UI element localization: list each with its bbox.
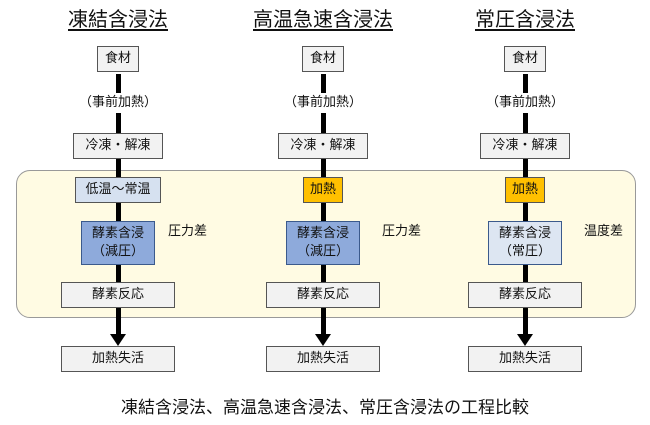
driving-force-label: 圧力差 xyxy=(382,224,422,239)
step-temperature: 加熱 xyxy=(505,177,545,203)
step-freeze-thaw: 冷凍・解凍 xyxy=(73,133,163,159)
step-freeze-thaw: 冷凍・解凍 xyxy=(278,133,368,159)
step-preheat: （事前加熱） xyxy=(78,93,158,113)
step-enzyme-reaction: 酵素反応 xyxy=(266,282,380,308)
step-enzyme-reaction: 酵素反応 xyxy=(61,282,175,308)
method-title: 常圧含浸法 xyxy=(475,7,575,31)
impregnation-label: 酵素含浸 xyxy=(91,226,144,241)
step-heat-inactivation: 加熱失活 xyxy=(266,346,380,372)
impregnation-label: 酵素含浸 xyxy=(296,226,349,241)
step-temperature: 加熱 xyxy=(303,177,343,203)
step-ingredient: 食材 xyxy=(302,46,344,72)
flow-line xyxy=(320,316,326,340)
flow-arrowhead xyxy=(315,334,331,346)
flow-arrowhead xyxy=(517,334,533,346)
impregnation-condition: （減圧） xyxy=(296,244,349,259)
step-enzyme-impregnation: 酵素含浸 （常圧） xyxy=(488,221,562,265)
impregnation-condition: （常圧） xyxy=(498,244,551,259)
step-enzyme-impregnation: 酵素含浸 （減圧） xyxy=(81,221,155,265)
step-preheat: （事前加熱） xyxy=(485,93,565,113)
step-enzyme-reaction: 酵素反応 xyxy=(468,282,582,308)
step-heat-inactivation: 加熱失活 xyxy=(61,346,175,372)
driving-force-label: 圧力差 xyxy=(168,224,208,239)
figure-caption: 凍結含浸法、高温急速含浸法、常圧含浸法の工程比較 xyxy=(121,398,529,418)
flow-line xyxy=(522,316,528,340)
flow-line xyxy=(115,316,121,340)
step-heat-inactivation: 加熱失活 xyxy=(468,346,582,372)
method-title: 凍結含浸法 xyxy=(68,7,168,31)
step-ingredient: 食材 xyxy=(504,46,546,72)
step-ingredient: 食材 xyxy=(97,46,139,72)
method-title: 高温急速含浸法 xyxy=(253,7,393,31)
flow-arrowhead xyxy=(110,334,126,346)
step-enzyme-impregnation: 酵素含浸 （減圧） xyxy=(286,221,360,265)
step-temperature: 低温～常温 xyxy=(75,177,161,203)
impregnation-condition: （減圧） xyxy=(91,244,144,259)
step-freeze-thaw: 冷凍・解凍 xyxy=(480,133,570,159)
step-preheat: （事前加熱） xyxy=(283,93,363,113)
impregnation-label: 酵素含浸 xyxy=(498,226,551,241)
driving-force-label: 温度差 xyxy=(584,224,624,239)
